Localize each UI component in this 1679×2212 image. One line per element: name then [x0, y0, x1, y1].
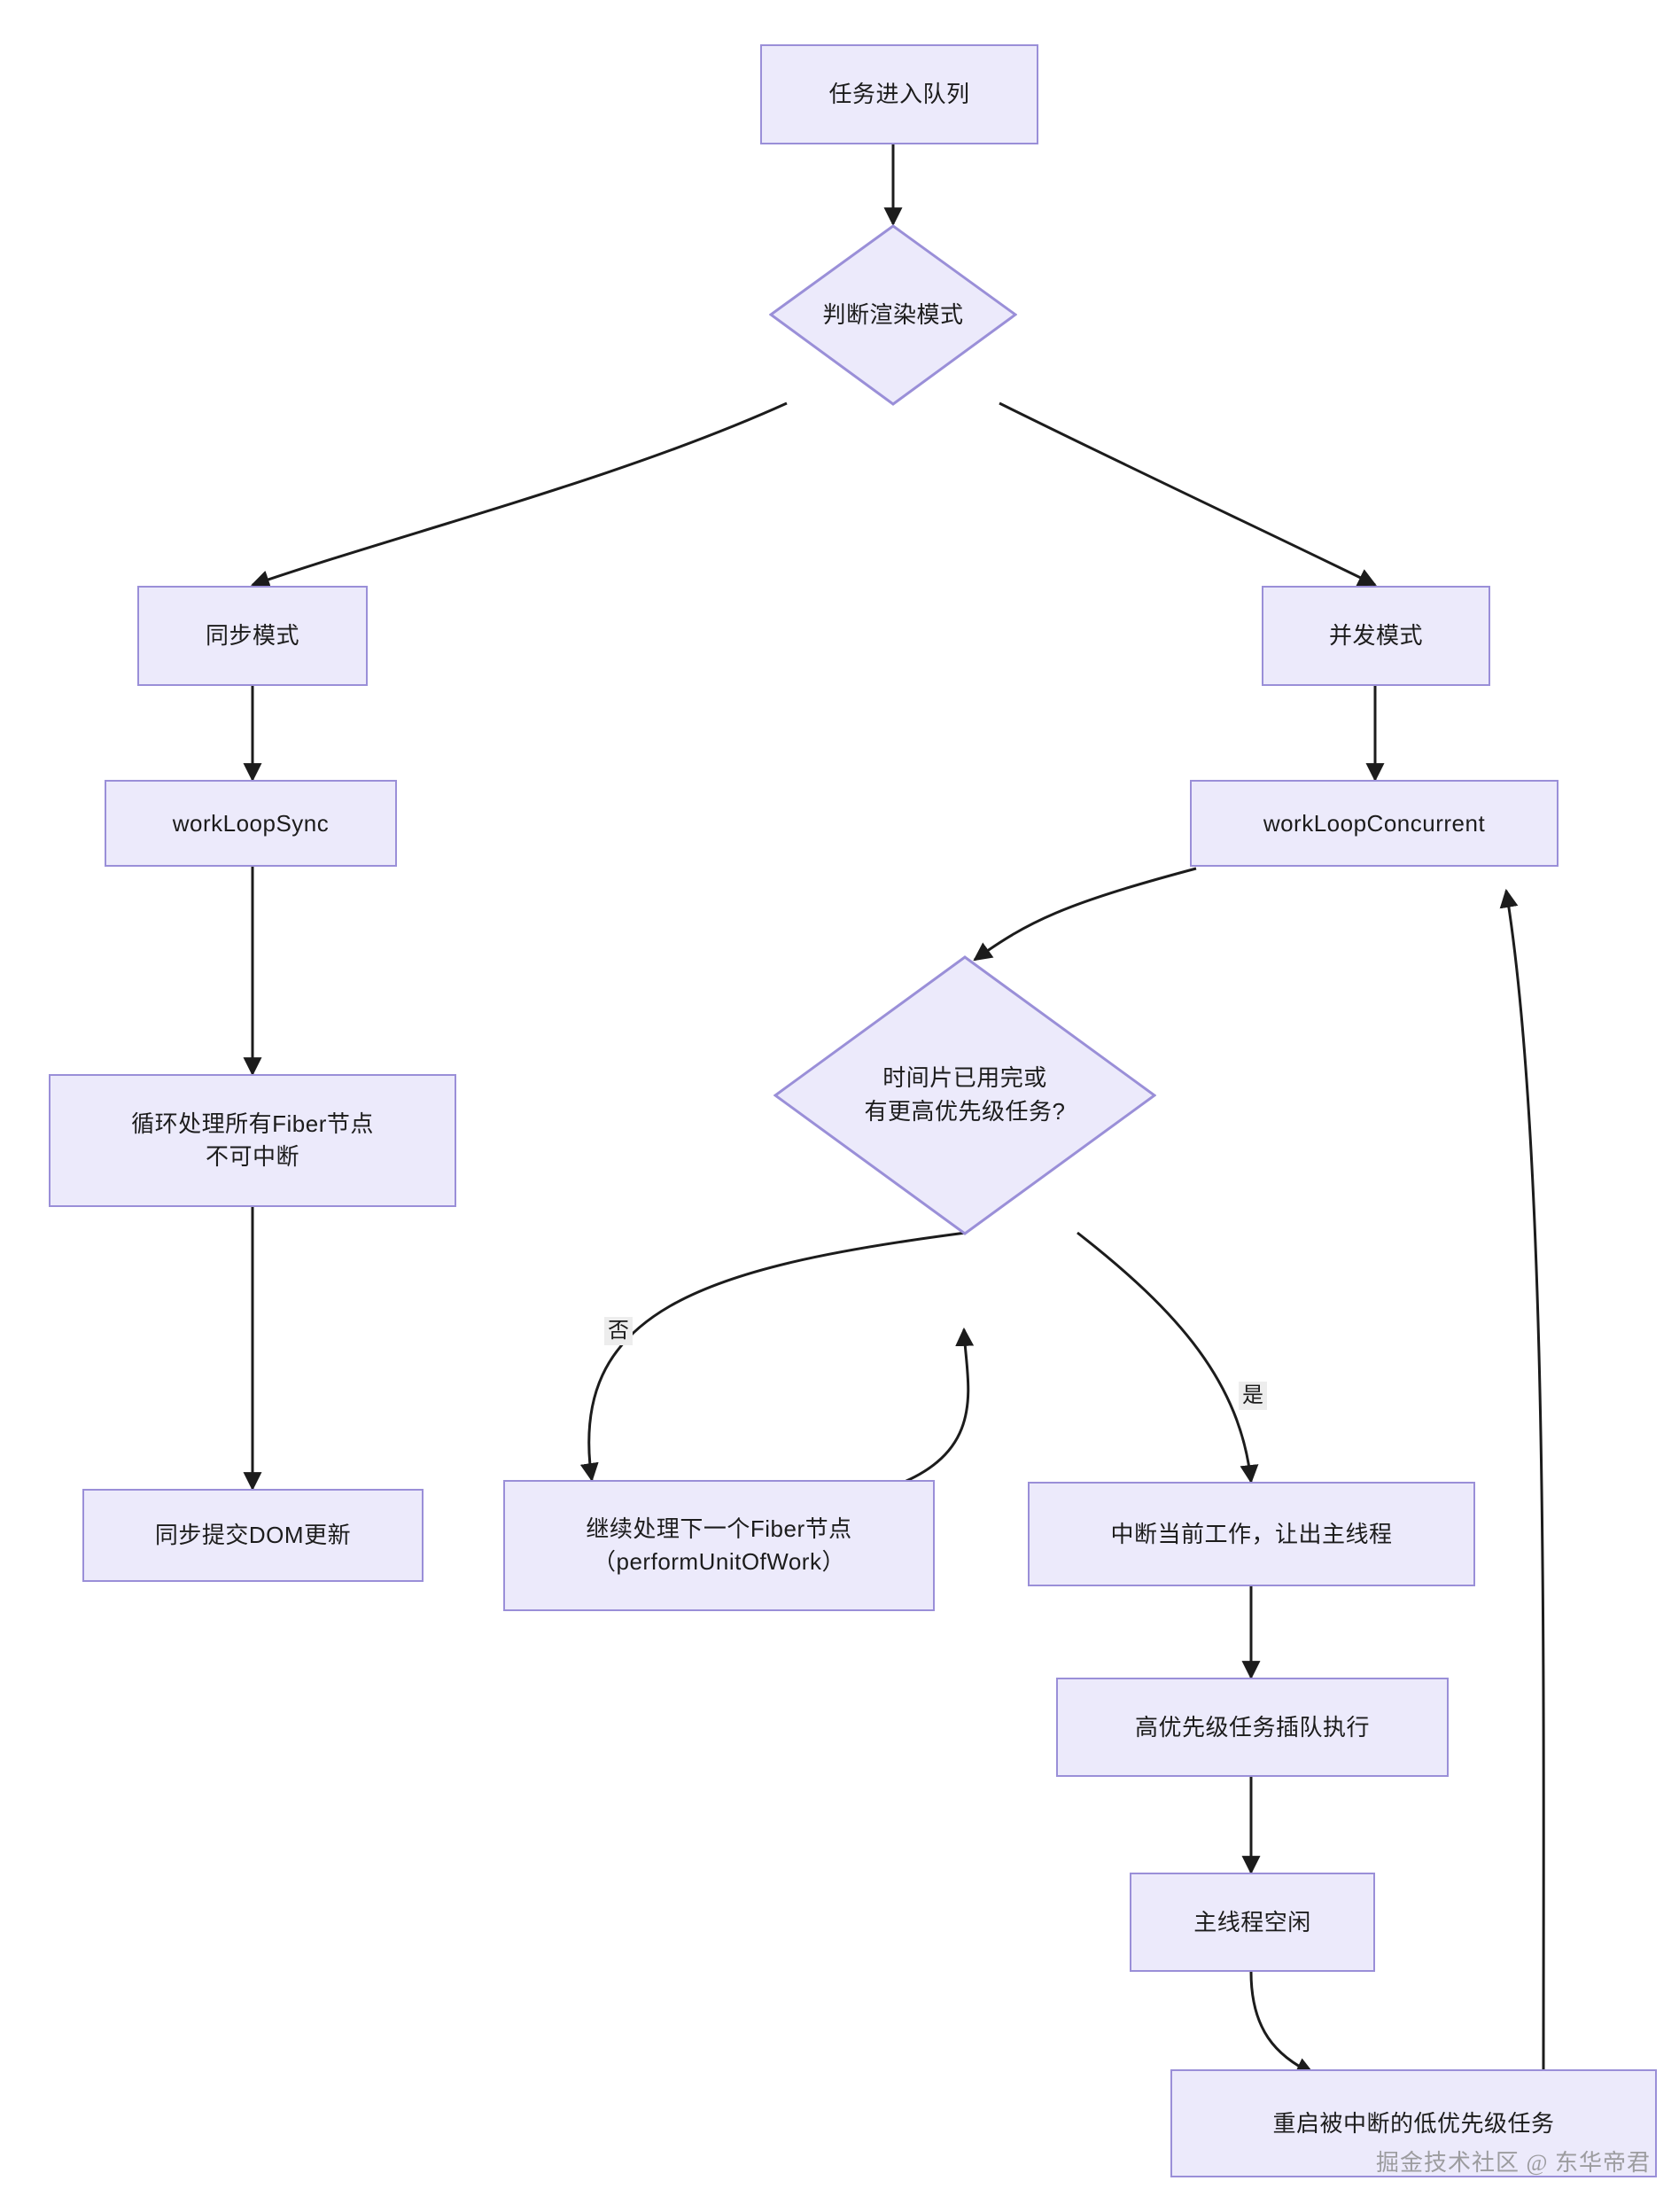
node-interrupt-yield-label: 中断当前工作，让出主线程	[1110, 1520, 1393, 1547]
node-time-slice-check[interactable]: 时间片已用完或 有更高优先级任务?	[773, 955, 1156, 1235]
node-work-loop-sync[interactable]: workLoopSync	[105, 780, 397, 867]
edge-judge-to-sync	[251, 401, 788, 588]
node-perform-unit-of-work-label: 继续处理下一个Fiber节点 （performUnitOfWork）	[586, 1515, 852, 1575]
node-work-loop-sync-label: workLoopSync	[172, 809, 330, 837]
watermark-text: 掘金技术社区 @ 东华帝君	[1376, 2150, 1651, 2176]
node-time-slice-check-label: 时间片已用完或 有更高优先级任务?	[864, 1064, 1066, 1125]
edge-idle-to-restart	[1249, 1971, 1315, 2076]
edge-label-yes: 是	[1239, 1382, 1267, 1411]
node-main-thread-idle[interactable]: 主线程空闲	[1130, 1873, 1375, 1972]
edge-timeslice-yes-to-interrupt	[1077, 1231, 1259, 1484]
edge-workloopconcurrent-to-timeslice	[973, 867, 1197, 962]
node-judge-render-mode[interactable]: 判断渲染模式	[769, 224, 1017, 406]
edge-timeslice-no-to-performunit	[579, 1231, 967, 1483]
node-sync-commit-dom-label: 同步提交DOM更新	[154, 1522, 352, 1549]
node-high-priority-insert[interactable]: 高优先级任务插队执行	[1056, 1678, 1449, 1777]
node-sync-mode-label: 同步模式	[205, 622, 299, 650]
node-restart-low-priority[interactable]: 重启被中断的低优先级任务	[1170, 2069, 1657, 2177]
edge-label-no-text: 否	[608, 1319, 629, 1343]
node-work-loop-concurrent-label: workLoopConcurrent	[1263, 809, 1486, 837]
edge-performunit-back-to-timeslice	[885, 1327, 975, 1491]
edge-label-no: 否	[604, 1317, 633, 1346]
node-loop-all-fiber[interactable]: 循环处理所有Fiber节点 不可中断	[49, 1074, 456, 1207]
node-task-enqueue[interactable]: 任务进入队列	[760, 44, 1038, 144]
node-perform-unit-of-work[interactable]: 继续处理下一个Fiber节点 （performUnitOfWork）	[503, 1480, 935, 1611]
node-judge-render-mode-label: 判断渲染模式	[822, 300, 964, 328]
node-restart-low-priority-label: 重启被中断的低优先级任务	[1272, 2109, 1555, 2137]
node-concurrent-mode-label: 并发模式	[1328, 622, 1423, 650]
node-main-thread-idle-label: 主线程空闲	[1193, 1908, 1311, 1936]
node-work-loop-concurrent[interactable]: workLoopConcurrent	[1190, 780, 1559, 867]
edge-label-yes-text: 是	[1242, 1383, 1263, 1407]
diamond-shape	[773, 955, 1156, 1235]
node-high-priority-insert-label: 高优先级任务插队执行	[1134, 1713, 1370, 1741]
diamond-shape	[769, 224, 1017, 406]
node-concurrent-mode[interactable]: 并发模式	[1262, 586, 1490, 686]
edge-restart-back-to-workloopconcurrent	[1499, 888, 1545, 2075]
edge-judge-to-concurrent	[999, 401, 1377, 587]
node-sync-commit-dom[interactable]: 同步提交DOM更新	[82, 1489, 424, 1582]
node-interrupt-yield[interactable]: 中断当前工作，让出主线程	[1028, 1482, 1475, 1586]
node-task-enqueue-label: 任务进入队列	[828, 81, 970, 108]
node-sync-mode[interactable]: 同步模式	[137, 586, 368, 686]
watermark: 掘金技术社区 @ 东华帝君	[1376, 2145, 1651, 2177]
node-loop-all-fiber-label: 循环处理所有Fiber节点 不可中断	[131, 1110, 374, 1170]
